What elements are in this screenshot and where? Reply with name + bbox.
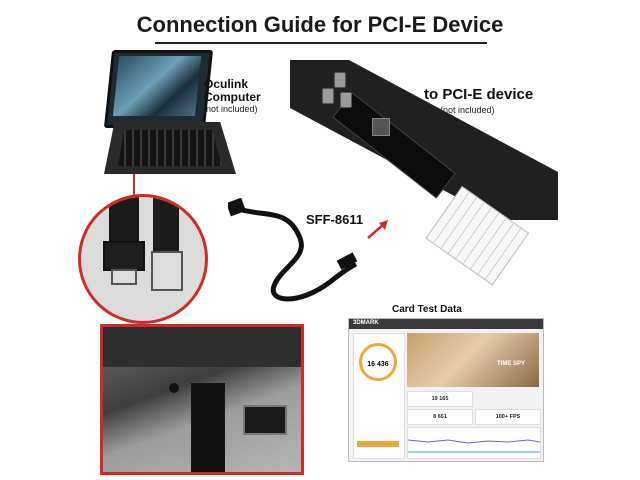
photo-hdmi-port [243, 405, 287, 435]
pcie-adapter-board [290, 60, 558, 220]
benchmark-stat: 8 651 [407, 409, 473, 425]
installation-photo [100, 324, 304, 475]
benchmark-score-circle: 16 436 [359, 343, 397, 381]
benchmark-brand: 3DMARK [353, 320, 379, 326]
oculink-label: Oculink Computer [204, 78, 261, 104]
oculink-plug-tip [111, 269, 137, 285]
capacitor [334, 72, 346, 88]
pcie-note: (not included) [440, 105, 495, 115]
laptop-keyboard [118, 130, 222, 166]
pcie-label: to PCI-E device [424, 86, 534, 103]
oculink-note: (not included) [203, 104, 258, 114]
sff-label: SFF-8611 [306, 212, 364, 227]
benchmark-orange-button [357, 441, 399, 447]
zoom-pointer-line [133, 174, 135, 196]
flat-cable-left [109, 197, 139, 247]
benchmark-fps: 100+ FPS [475, 409, 541, 425]
oculink-label-line2: Computer [204, 90, 261, 104]
benchmark-hero-image: TIME SPY [407, 333, 539, 387]
photo-jack [169, 383, 179, 393]
capacitor [322, 88, 334, 104]
benchmark-overlay: TIME SPY [496, 361, 525, 367]
oculink-label-line1: Oculink [204, 77, 249, 91]
capacitor [340, 92, 352, 108]
page-title: Connection Guide for PCI-E Device [136, 12, 504, 37]
connector-zoom-circle [78, 194, 208, 324]
benchmark-stat: 19 165 [407, 391, 473, 407]
sff-8611-cable [228, 198, 358, 302]
oculink-socket [372, 118, 390, 136]
oculink-plug [103, 241, 145, 271]
benchmark-graph [407, 427, 541, 459]
arrow-icon [367, 220, 388, 239]
benchmark-screenshot: 3DMARK 16 436 TIME SPY 19 165 8 651 100+… [348, 318, 544, 462]
benchmark-header: 3DMARK [349, 319, 543, 329]
oculink-port [151, 251, 183, 291]
photo-plug [191, 383, 225, 472]
photo-device-top [103, 327, 301, 367]
laptop-wallpaper [112, 56, 202, 116]
flat-cable-right [153, 197, 179, 253]
title-underline [155, 42, 487, 44]
card-test-label: Card Test Data [392, 304, 462, 315]
